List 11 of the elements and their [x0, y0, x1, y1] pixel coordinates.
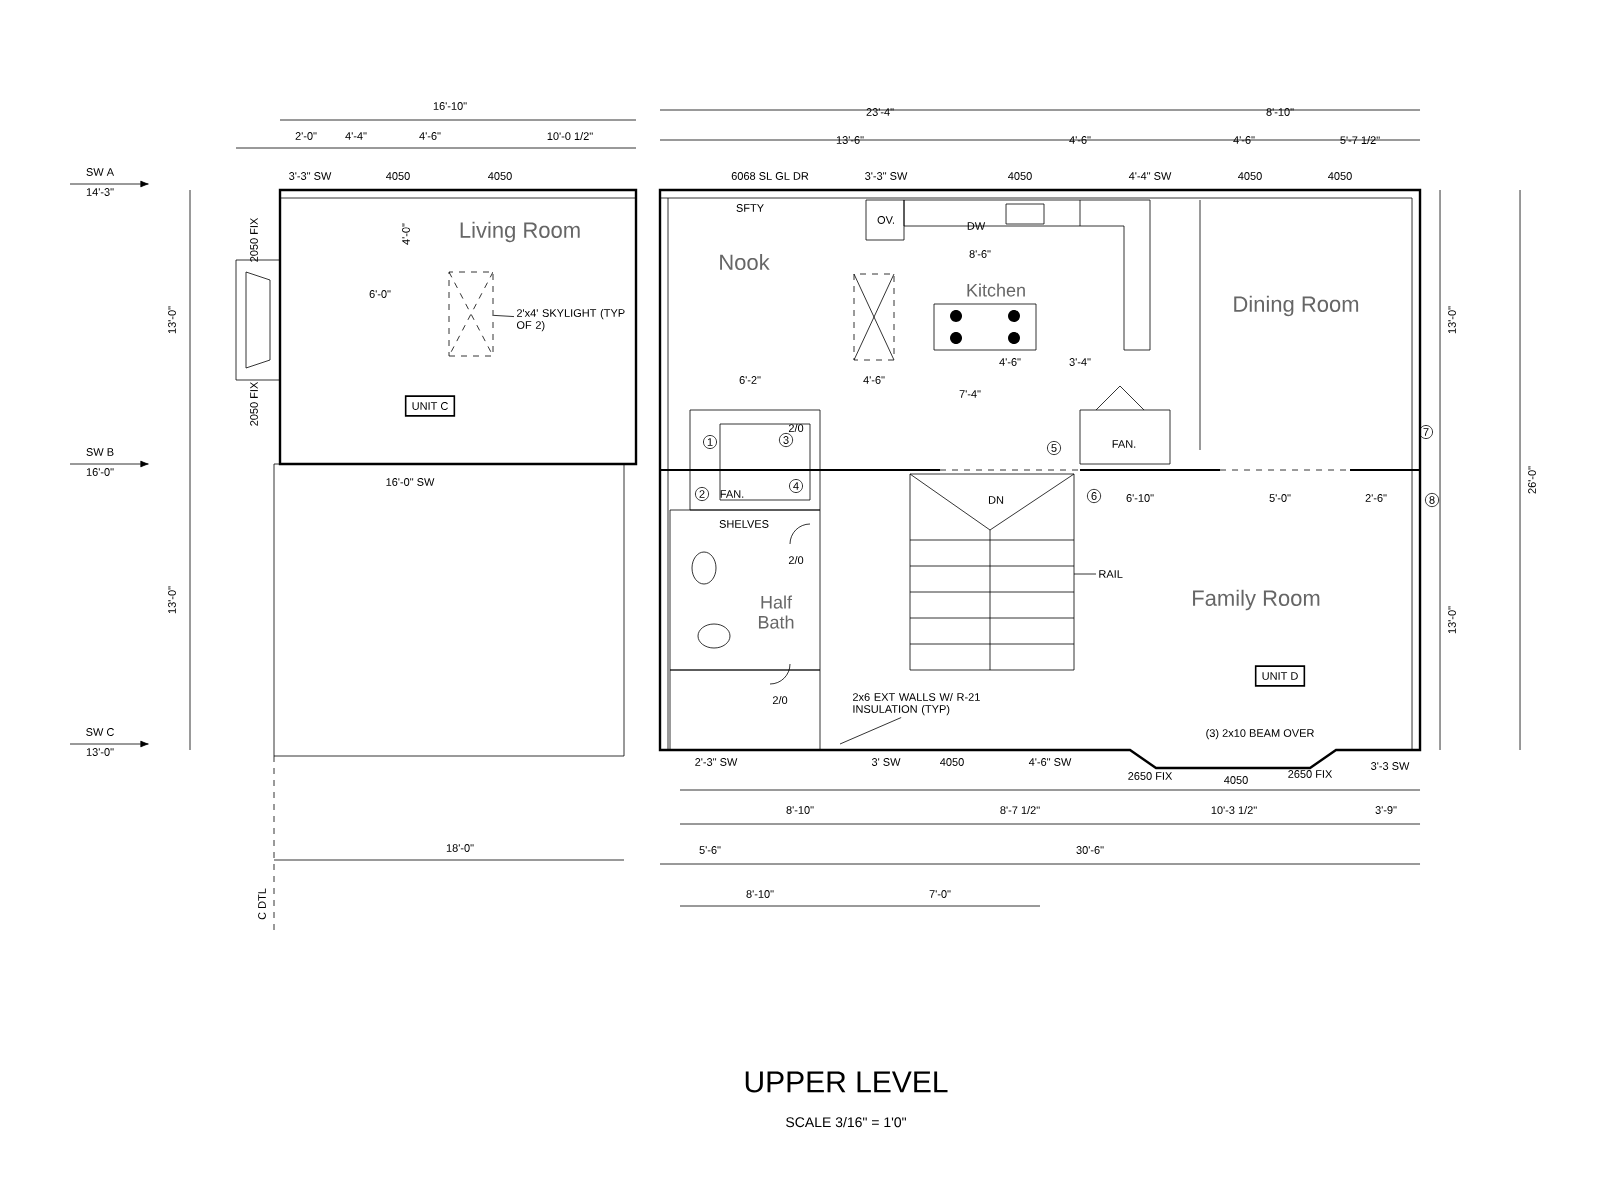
- title: UPPER LEVEL: [745, 1071, 948, 1093]
- room-label: Half Bath: [758, 595, 794, 629]
- room-label: Dining Room: [1234, 295, 1359, 317]
- leader-line: [1073, 573, 1097, 575]
- leader-line: [493, 314, 515, 317]
- leader-line: [839, 717, 902, 745]
- skylight-symbol: [448, 271, 494, 357]
- room-label: Family Room: [1193, 589, 1320, 611]
- room-label: Kitchen: [967, 283, 1025, 297]
- room-label: Living Room: [460, 221, 580, 243]
- room-label: Nook: [720, 253, 770, 271]
